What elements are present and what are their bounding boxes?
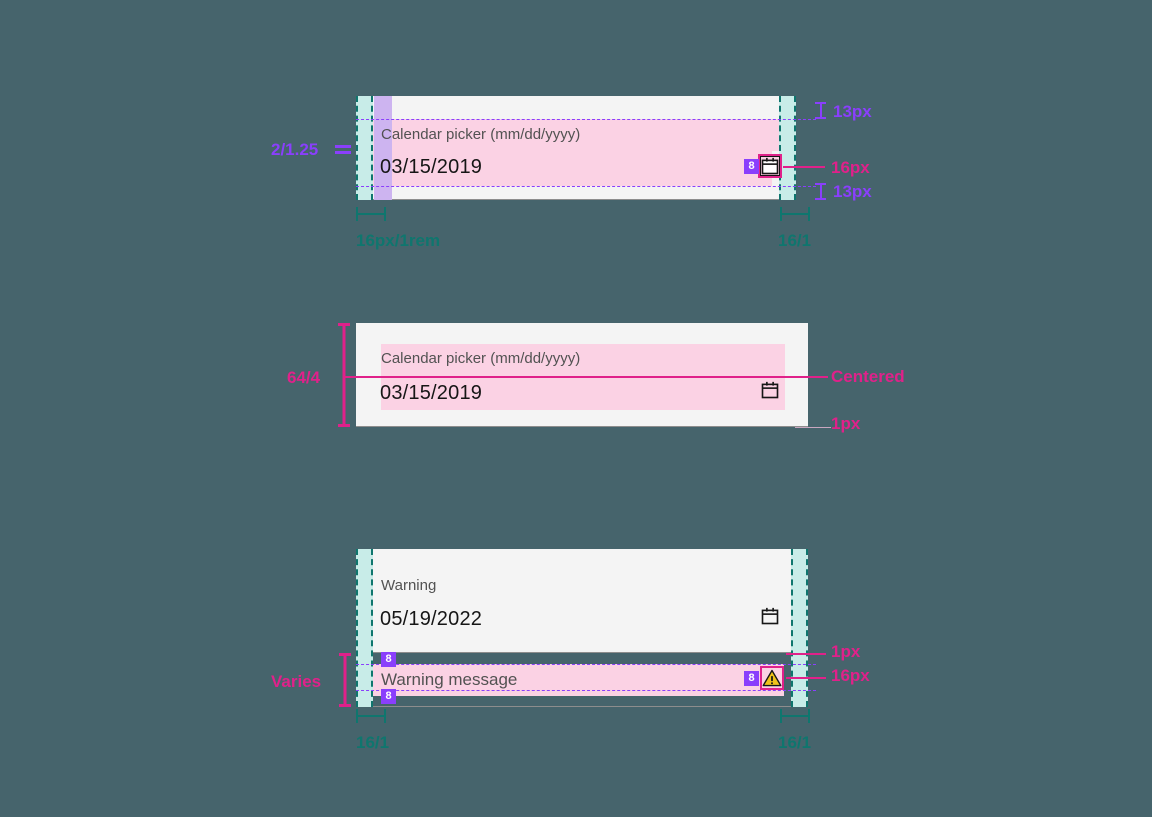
annotation-height-ratio: 64/4 bbox=[287, 368, 321, 387]
label-highlight-2 bbox=[381, 344, 785, 376]
right-gutter-measure-1 bbox=[780, 207, 810, 221]
left-gutter-measure-3 bbox=[356, 709, 386, 723]
bottom-spacing-ibeam bbox=[815, 183, 826, 200]
calendar-icon-box-1[interactable] bbox=[758, 154, 782, 178]
border-leader-2 bbox=[795, 427, 831, 428]
label-highlight-1 bbox=[372, 119, 784, 151]
field-label-3: Warning bbox=[381, 577, 437, 594]
ratio-connector-dash-2 bbox=[335, 151, 351, 154]
annotation-line-height-ratio: 2/1.25 bbox=[271, 140, 319, 159]
annotation-icon-size: 16px bbox=[831, 158, 870, 177]
warning-message-row bbox=[356, 653, 808, 707]
ratio-connector-dash bbox=[335, 145, 351, 148]
left-gutter-band-1 bbox=[356, 96, 373, 200]
field-value-3: 05/19/2022 bbox=[380, 608, 483, 630]
annotation-right-gutter-3: 16/1 bbox=[778, 733, 812, 752]
centered-axis-line bbox=[344, 376, 828, 378]
spacing-badge-1: 8 bbox=[744, 159, 759, 174]
field-label-2: Calendar picker (mm/dd/yyyy) bbox=[381, 350, 581, 367]
message-top-spacing-badge: 8 bbox=[381, 652, 396, 667]
annotation-centered: Centered bbox=[831, 367, 905, 386]
right-gutter-band-3 bbox=[791, 549, 808, 707]
message-bottom-spacing-badge: 8 bbox=[381, 689, 396, 704]
guide-message-bottom bbox=[356, 690, 816, 691]
height-ibeam bbox=[338, 323, 350, 427]
field-label-1: Calendar picker (mm/dd/yyyy) bbox=[381, 126, 581, 143]
varies-ibeam bbox=[339, 653, 351, 707]
date-input-field-3[interactable] bbox=[356, 549, 808, 653]
calendar-icon-2[interactable] bbox=[760, 380, 780, 400]
right-gutter-measure-3 bbox=[780, 709, 810, 723]
left-gutter-band-3 bbox=[356, 549, 373, 707]
annotation-left-gutter-1: 16px/1rem bbox=[356, 231, 441, 250]
guide-label-top-1 bbox=[356, 119, 816, 120]
annotation-border-width-2: 1px bbox=[831, 414, 861, 433]
warning-message-text: Warning message bbox=[381, 670, 518, 689]
left-gutter-measure-1 bbox=[356, 207, 386, 221]
warning-icon-spacing-badge: 8 bbox=[744, 671, 759, 686]
left-purple-band-1 bbox=[374, 96, 392, 200]
warning-triangle-icon-box[interactable] bbox=[760, 666, 784, 690]
right-gutter-band-1 bbox=[779, 96, 796, 200]
annotation-right-gutter-1: 16/1 bbox=[778, 231, 812, 250]
guide-message-top bbox=[356, 664, 816, 665]
value-highlight-2 bbox=[381, 376, 785, 410]
warning-icon-size-leader bbox=[786, 677, 826, 679]
field-value-1: 03/15/2019 bbox=[380, 156, 483, 178]
field-value-2: 03/15/2019 bbox=[380, 382, 483, 404]
annotation-varies: Varies bbox=[271, 672, 322, 691]
guide-value-bottom-1 bbox=[356, 186, 816, 187]
annotation-bottom-spacing: 13px bbox=[833, 182, 872, 201]
top-spacing-ibeam bbox=[815, 102, 826, 119]
border-leader-3 bbox=[786, 653, 826, 655]
annotation-left-gutter-3: 16/1 bbox=[356, 733, 390, 752]
value-highlight-1 bbox=[372, 151, 772, 186]
icon-size-leader bbox=[783, 166, 825, 168]
calendar-icon-3[interactable] bbox=[760, 606, 780, 626]
annotation-top-spacing: 13px bbox=[833, 102, 872, 121]
annotation-warning-icon-size: 16px bbox=[831, 666, 870, 685]
annotation-border-width-3: 1px bbox=[831, 642, 861, 661]
